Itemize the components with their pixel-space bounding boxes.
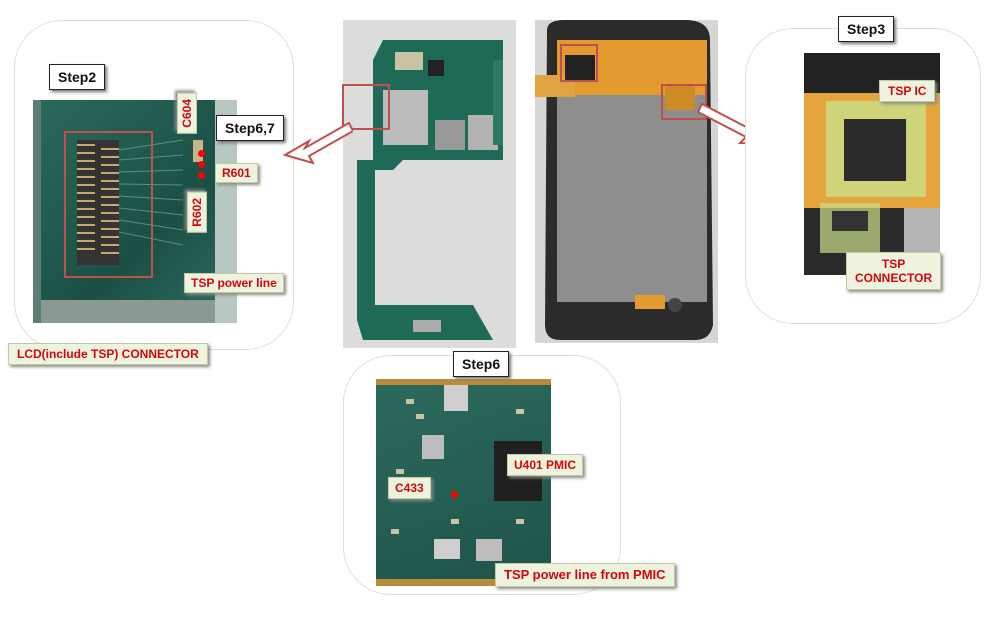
mainboard-photo <box>343 20 516 348</box>
mainboard-connector-box <box>342 84 390 130</box>
tsp-power-line-pmic-label: TSP power line from PMIC <box>495 563 675 587</box>
r601-label: R601 <box>215 163 258 183</box>
c604-label: C604 <box>177 93 197 134</box>
c433-label: C433 <box>388 477 431 499</box>
test-point-dot <box>198 161 205 168</box>
tsp-power-line-label: TSP power line <box>184 273 284 293</box>
mainboard-drawing <box>357 40 503 340</box>
step3-tag: Step3 <box>838 16 895 42</box>
tsp-connector-label: TSP CONNECTOR <box>846 252 942 290</box>
arrow-to-step2 <box>283 121 353 165</box>
display-assembly-photo <box>535 20 718 343</box>
display-tsp-box-right <box>661 84 707 120</box>
pmic-drawing <box>376 379 551 586</box>
test-point-dot <box>198 150 205 157</box>
step6-tag: Step6 <box>453 351 510 377</box>
display-tsp-box-top <box>560 44 598 82</box>
tsp-connector-label-line2: CONNECTOR <box>855 271 933 285</box>
tsp-ic-label: TSP IC <box>879 80 936 102</box>
lcd-connector-closeup-photo <box>33 100 237 323</box>
step2-tag: Step2 <box>49 64 106 90</box>
lcd-connector-label: LCD(include TSP) CONNECTOR <box>8 343 208 365</box>
display-drawing <box>535 20 713 340</box>
test-point-dot <box>198 172 205 179</box>
connector-closeup-drawing <box>33 100 237 323</box>
connector-highlight-box <box>64 131 153 278</box>
c433-test-point-dot <box>451 491 458 498</box>
step67-tag: Step6,7 <box>216 115 284 141</box>
r602-label: R602 <box>187 192 207 233</box>
tsp-connector-label-line1: TSP <box>881 257 906 271</box>
u401-pmic-label: U401 PMIC <box>507 454 584 476</box>
